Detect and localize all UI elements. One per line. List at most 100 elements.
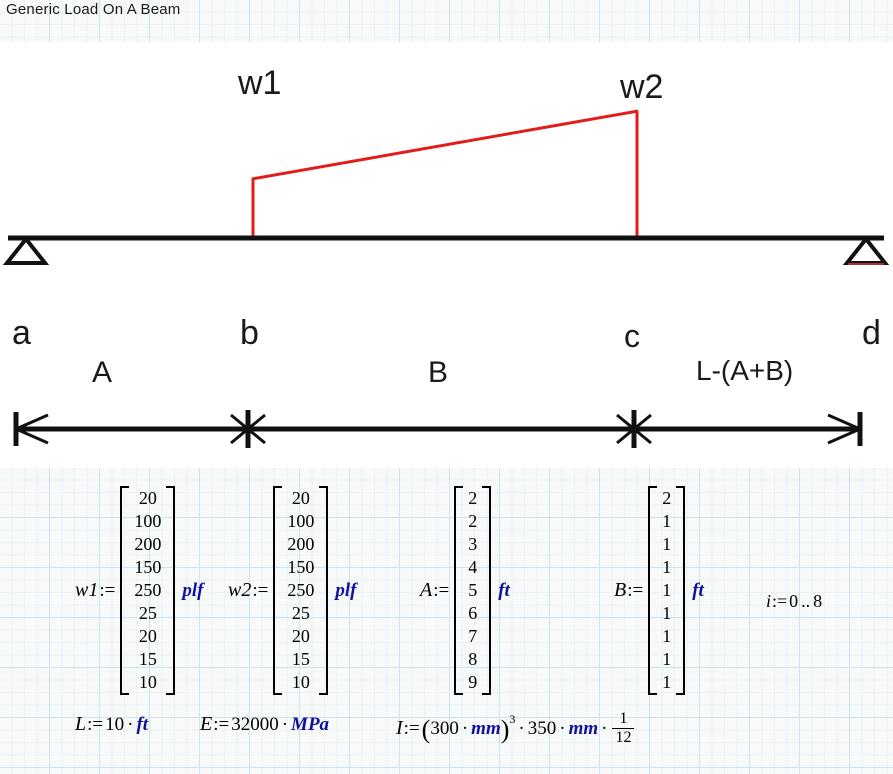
B-vector: 2 1 1 1 1 1 1 1 1 [648, 486, 686, 695]
I-close-paren: ) [500, 714, 510, 744]
A-cell: 2 [468, 488, 478, 508]
worksheet-grid-top [0, 0, 893, 42]
L-multiply-dot: · [127, 713, 134, 735]
definition-range-i[interactable]: i := 0 .. 8 [766, 591, 822, 612]
dimension-tick-b [230, 410, 266, 448]
w2-assign-operator: := [252, 579, 269, 601]
I-dot-1: · [461, 717, 469, 739]
bracket-right [166, 486, 176, 695]
definition-w2[interactable]: w2 := 20 100 200 150 250 25 20 15 10 plf [228, 486, 356, 695]
station-label-a: a [12, 314, 31, 352]
B-cell: 1 [662, 672, 672, 692]
B-cell: 2 [662, 488, 672, 508]
w1-assign-operator: := [99, 579, 116, 601]
i-variable: i [766, 591, 772, 611]
w1-cell: 200 [134, 534, 162, 554]
A-cell: 7 [468, 626, 478, 646]
I-fraction-numerator: 1 [619, 710, 628, 727]
worksheet-white-band [0, 42, 893, 468]
definition-I[interactable]: I := ( 300 · mm ) 3 · 350 · mm · 1 12 [396, 710, 635, 746]
w1-cell: 250 [134, 580, 162, 600]
bracket-left [648, 486, 658, 695]
I-base-value: 300 [430, 717, 459, 739]
i-range-end: 8 [813, 591, 823, 611]
definition-w1[interactable]: w1 := 20 100 200 150 250 25 20 15 10 plf [75, 486, 203, 695]
I-exponent: 3 [509, 712, 516, 726]
w2-cell: 15 [291, 649, 310, 669]
A-assign-operator: := [433, 579, 450, 601]
support-left-triangle [2, 235, 50, 265]
w2-vector: 20 100 200 150 250 25 20 15 10 [273, 486, 329, 695]
E-multiply-dot: · [281, 713, 289, 735]
I-factor-unit: mm [568, 717, 599, 739]
w1-cell: 10 [138, 672, 157, 692]
w1-cell: 150 [134, 557, 162, 577]
w1-unit: plf [182, 579, 204, 601]
B-variable: B [614, 579, 627, 601]
w1-cell: 20 [138, 488, 157, 508]
w1-cell: 25 [138, 603, 157, 623]
load-label-w2: w2 [619, 68, 663, 106]
bracket-left [273, 486, 283, 695]
E-value: 32000 [231, 713, 279, 735]
A-cell: 2 [468, 511, 478, 531]
w1-vector: 20 100 200 150 250 25 20 15 10 [120, 486, 176, 695]
w2-variable: w2 [228, 579, 252, 601]
E-unit: MPa [291, 713, 330, 735]
B-cell: 1 [662, 649, 672, 669]
L-unit: ft [136, 713, 149, 735]
I-dot-4: · [601, 717, 608, 739]
w2-cell: 20 [291, 626, 310, 646]
load-label-w1: w1 [237, 64, 281, 102]
I-open-paren: ( [421, 714, 431, 744]
L-assign-operator: := [87, 713, 104, 735]
I-variable: I [396, 717, 403, 739]
station-label-c: c [624, 318, 640, 354]
definition-A[interactable]: A := 2 2 3 4 5 6 7 8 9 ft [420, 486, 510, 695]
w2-cell: 100 [287, 511, 315, 531]
segment-label-B: B [428, 356, 448, 389]
I-base-unit: mm [471, 717, 501, 739]
w1-cell: 20 [138, 626, 157, 646]
B-assign-operator: := [627, 579, 644, 601]
I-fraction-denominator: 12 [612, 728, 635, 746]
L-value: 10 [105, 713, 125, 735]
bracket-right [676, 486, 686, 695]
A-vector: 2 2 3 4 5 6 7 8 9 [454, 486, 492, 695]
B-cell: 1 [662, 626, 672, 646]
i-assign-operator: := [772, 591, 788, 611]
B-cell: 1 [662, 511, 672, 531]
w2-cell: 10 [291, 672, 310, 692]
I-dot-3: · [559, 717, 566, 739]
definition-L[interactable]: L := 10 · ft [75, 713, 148, 736]
worksheet-grid-bottom [0, 468, 893, 774]
bracket-right [482, 486, 492, 695]
B-cell: 1 [662, 534, 672, 554]
I-fraction: 1 12 [612, 710, 635, 746]
station-label-b: b [240, 314, 259, 352]
A-cell: 4 [468, 557, 478, 577]
dimension-line [13, 410, 863, 448]
i-range-ellipsis: .. [801, 591, 811, 611]
I-assign-operator: := [403, 717, 420, 739]
A-cell: 6 [468, 603, 478, 623]
B-unit: ft [692, 579, 704, 601]
dimension-tick-c [616, 410, 652, 448]
bracket-left [454, 486, 464, 695]
I-dot-2: · [518, 717, 525, 739]
w1-cell: 100 [134, 511, 162, 531]
w1-cell: 15 [138, 649, 157, 669]
B-cell: 1 [662, 603, 672, 623]
distributed-load-outline [251, 109, 639, 238]
w1-variable: w1 [75, 579, 99, 601]
definition-E[interactable]: E := 32000 · MPa [200, 713, 329, 736]
A-unit: ft [498, 579, 510, 601]
I-factor-value: 350 [527, 717, 557, 739]
A-cell: 8 [468, 649, 478, 669]
A-cell: 9 [468, 672, 478, 692]
definition-B[interactable]: B := 2 1 1 1 1 1 1 1 1 ft [614, 486, 704, 695]
math-region: w1 := 20 100 200 150 250 25 20 15 10 plf [0, 468, 893, 774]
beam-diagram: w1 w2 a b c d A B L-(A+B) [2, 64, 890, 448]
station-label-d: d [862, 314, 881, 352]
B-cell: 1 [662, 580, 672, 600]
